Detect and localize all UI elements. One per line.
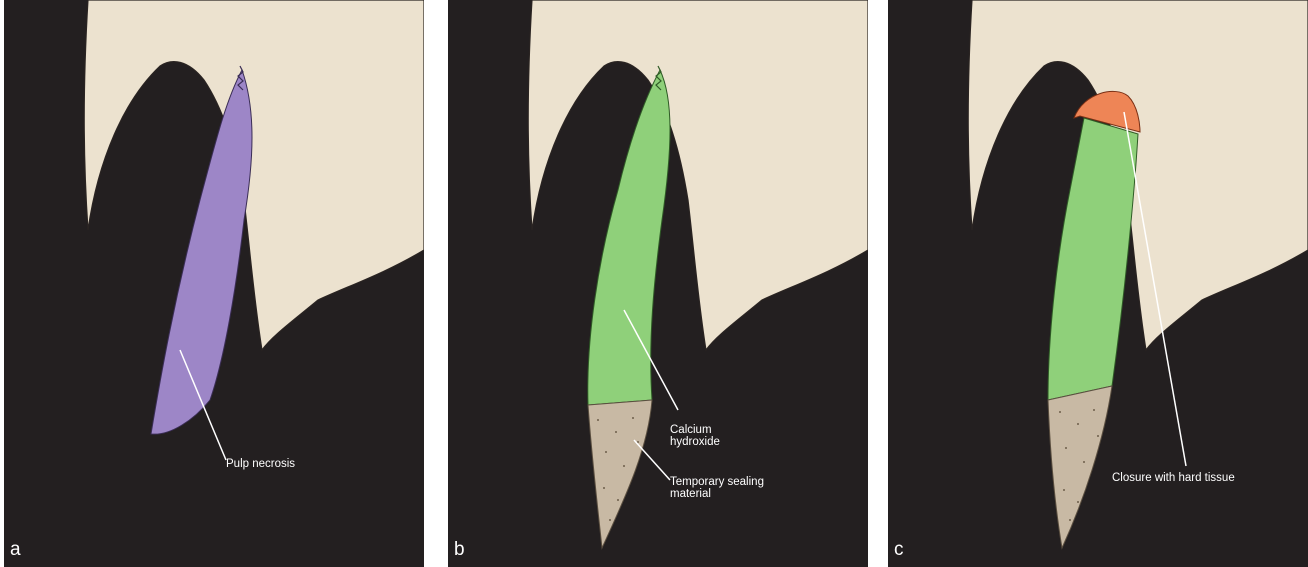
panel-letter: b: [454, 539, 465, 561]
callout-label: Closure with hard tissue: [1112, 472, 1235, 484]
tooth-diagram: [448, 0, 868, 567]
temporary-sealing-material: [588, 400, 652, 548]
calcium-hydroxide-fill: [588, 70, 670, 405]
panel-b: Calcium hydroxide Temporary sealing mate…: [448, 0, 868, 567]
calcium-hydroxide-fill: [1048, 118, 1138, 400]
tooth-diagram: [4, 0, 424, 567]
jawbone: [84, 0, 424, 350]
callout-label: Temporary sealing material: [670, 476, 764, 500]
tooth-diagram: [888, 0, 1308, 567]
panel-c: Closure with hard tissue c: [888, 0, 1308, 567]
temporary-sealing-material: [1048, 386, 1112, 548]
pulp-necrosis-region: [151, 70, 252, 434]
jawbone: [528, 0, 868, 350]
callout-label: Pulp necrosis: [226, 458, 295, 470]
callout-label: Calcium hydroxide: [670, 424, 720, 448]
panel-a: Pulp necrosis a: [4, 0, 424, 567]
jawbone: [968, 0, 1308, 350]
panel-letter: c: [894, 539, 904, 561]
panel-letter: a: [10, 539, 21, 561]
